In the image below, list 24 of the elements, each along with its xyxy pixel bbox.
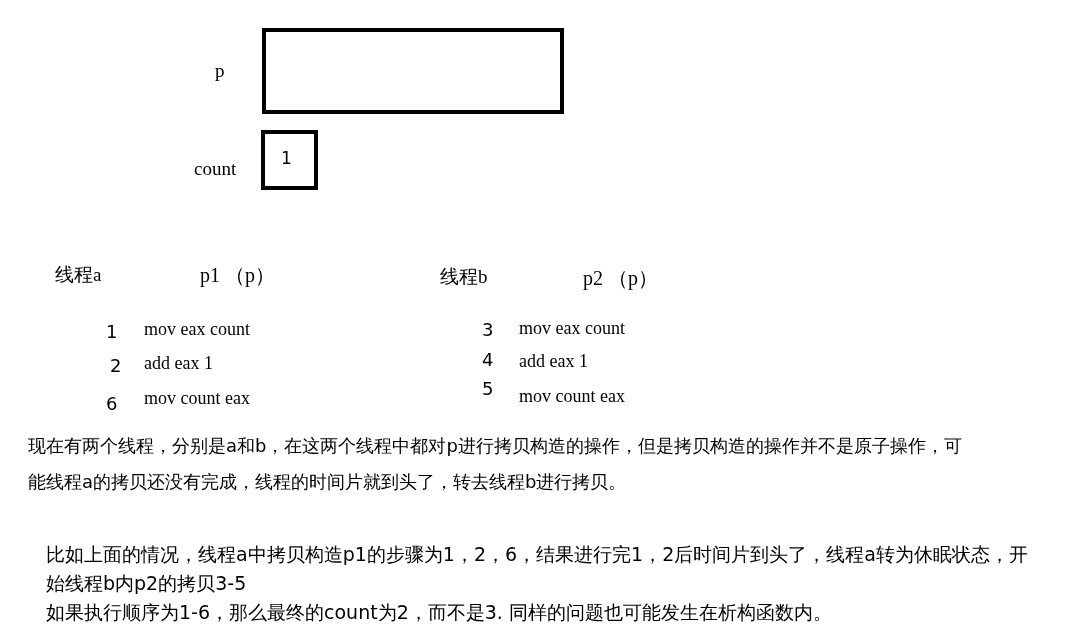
step-number: 6 xyxy=(106,393,118,414)
example-paragraph: 比如上面的情况，线程a中拷贝构造p1的步骤为1，2，6，结果进行完1，2后时间片到头了，线程a转为休眠状态，开始线程b内p2的拷贝3-5 xyxy=(46,542,1029,596)
instruction-text: mov eax count xyxy=(519,318,625,339)
thread-name: 线程a xyxy=(55,263,102,287)
instruction-text: add eax 1 xyxy=(144,353,213,374)
instruction-text: add eax 1 xyxy=(519,351,588,372)
step-number: 3 xyxy=(482,319,494,340)
value-box xyxy=(261,130,318,190)
instruction-text: mov count eax xyxy=(144,388,250,409)
variable-name: count xyxy=(194,158,237,180)
variable-name: p xyxy=(215,60,225,82)
instruction-text: mov eax count xyxy=(144,319,250,340)
explanation-paragraph: 现在有两个线程，分别是a和b，在这两个线程中都对p进行拷贝构造的操作，但是拷贝构造的操作并不是原子操作，可能线程a的拷贝还没有完成，线程的时间片就到头了，转去线程b进行拷贝。 xyxy=(28,434,963,494)
step-number: 5 xyxy=(482,378,494,399)
copy-expression: p1 （p） xyxy=(200,263,275,289)
thread-name: 线程b xyxy=(440,265,488,289)
step-number: 1 xyxy=(106,321,118,342)
value-text: 1 xyxy=(281,148,292,168)
pointer-box xyxy=(262,28,564,114)
step-number: 4 xyxy=(482,349,494,370)
conclusion-paragraph: 如果执行顺序为1-6，那么最终的count为2，而不是3. 同样的问题也可能发生在析构函数内。 xyxy=(46,600,833,625)
copy-expression: p2 （p） xyxy=(583,266,658,292)
instruction-text: mov count eax xyxy=(519,386,625,407)
step-number: 2 xyxy=(110,355,122,376)
